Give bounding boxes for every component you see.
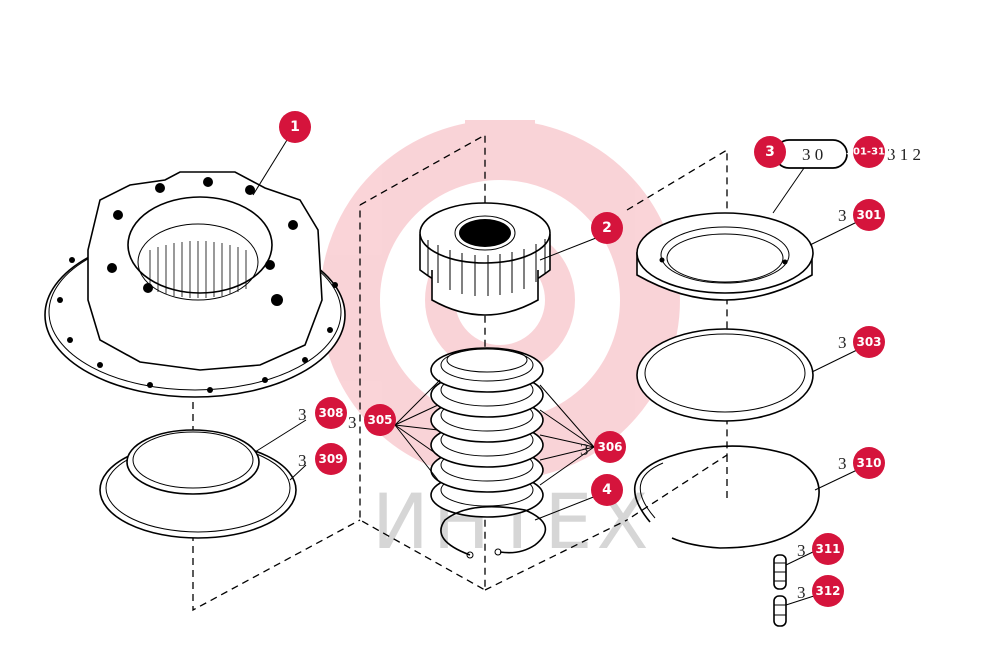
part-housing — [44, 171, 346, 398]
svg-text:303: 303 — [856, 335, 881, 349]
svg-text:1: 1 — [290, 119, 300, 135]
part-circlip — [634, 445, 820, 549]
ghost-reference-numbers: 3 0 3 1 2 3 3 3 3 3 3 3 3 3 — [298, 145, 921, 602]
callout-badge-4[interactable]: 4 — [591, 474, 623, 506]
part-pins — [773, 554, 787, 627]
callout-badge-303[interactable]: 303 — [853, 326, 885, 358]
callout-badge-312[interactable]: 312 — [812, 575, 844, 607]
callout-badge-301-312[interactable]: 301-312 — [846, 136, 892, 168]
ghost-306: 3 — [580, 440, 589, 459]
svg-text:3: 3 — [765, 144, 775, 160]
callout-badge-309[interactable]: 309 — [315, 443, 347, 475]
svg-text:306: 306 — [597, 440, 622, 454]
svg-text:312: 312 — [815, 584, 840, 598]
svg-text:2: 2 — [602, 220, 612, 236]
ghost-305: 3 — [348, 413, 357, 432]
svg-text:310: 310 — [856, 456, 881, 470]
callout-badge-305[interactable]: 305 — [364, 404, 396, 436]
svg-text:301-312: 301-312 — [846, 147, 892, 158]
leader-lines — [252, 139, 858, 606]
ghost-312: 3 — [797, 583, 806, 602]
ghost-308: 3 — [298, 405, 307, 424]
callout-badge-2[interactable]: 2 — [591, 212, 623, 244]
ghost-header-left: 3 0 — [802, 145, 823, 164]
part-piston — [636, 212, 814, 301]
part-snap-ring — [440, 505, 547, 559]
svg-text:309: 309 — [318, 452, 343, 466]
ghost-303: 3 — [838, 333, 847, 352]
svg-text:4: 4 — [602, 482, 612, 498]
callout-badge-310[interactable]: 310 — [853, 447, 885, 479]
callout-badge-3[interactable]: 3 — [754, 136, 786, 168]
part-ring-303 — [636, 328, 814, 422]
part-clutch-disc-stack — [430, 347, 544, 518]
callout-badge-1[interactable]: 1 — [279, 111, 311, 143]
ghost-311: 3 — [797, 541, 806, 560]
ghost-310: 3 — [838, 454, 847, 473]
part-seal-rings-left — [99, 429, 297, 539]
svg-text:305: 305 — [367, 413, 392, 427]
part-gear-hub — [419, 202, 551, 316]
svg-text:301: 301 — [856, 208, 881, 222]
svg-text:311: 311 — [815, 542, 840, 556]
callout-badge-301[interactable]: 301 — [853, 199, 885, 231]
callout-badge-306[interactable]: 306 — [594, 431, 626, 463]
callout-badge-311[interactable]: 311 — [812, 533, 844, 565]
ghost-301: 3 — [838, 206, 847, 225]
ghost-header-right: 3 1 2 — [887, 145, 921, 164]
callout-badge-308[interactable]: 308 — [315, 397, 347, 429]
ghost-309: 3 — [298, 451, 307, 470]
svg-text:308: 308 — [318, 406, 343, 420]
